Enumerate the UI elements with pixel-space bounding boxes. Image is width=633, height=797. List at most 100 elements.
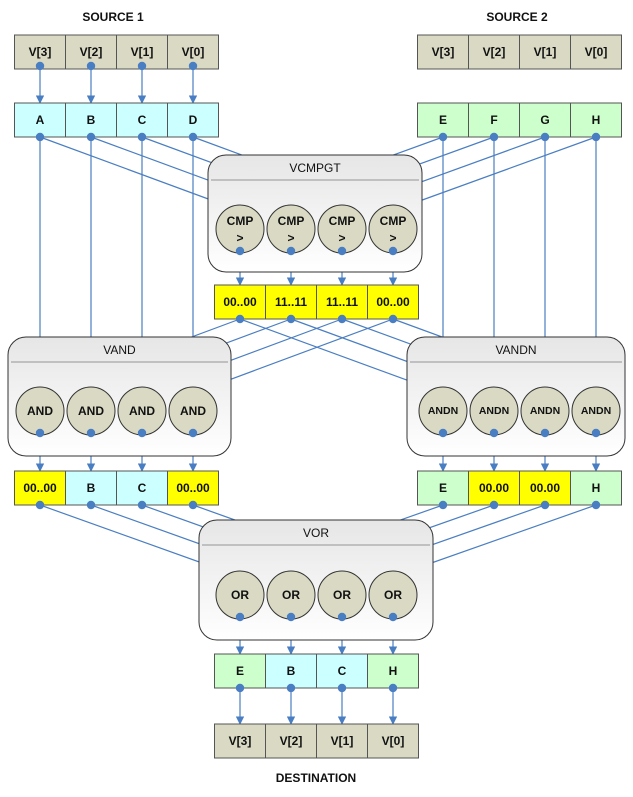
wire — [402, 504, 597, 575]
connection-dot — [137, 500, 147, 510]
source1-value-cell-label: A — [36, 113, 45, 127]
source2-reg-cell — [468, 34, 520, 70]
dest-value-cell — [265, 653, 317, 689]
connection-dot — [235, 314, 245, 324]
andn-unit-label: ANDN — [428, 405, 458, 417]
andn-result-cell-label: E — [439, 481, 447, 495]
connection-dot — [540, 428, 550, 438]
connection-dot — [188, 428, 198, 438]
connection-dot — [438, 500, 448, 510]
connection-dot — [489, 500, 499, 510]
cmp-unit-label: > — [236, 231, 243, 245]
connection-dot — [286, 612, 296, 622]
connection-dot — [337, 683, 347, 693]
source1-value-cell — [167, 102, 219, 138]
connection-dot — [86, 428, 96, 438]
connection-dot — [540, 500, 550, 510]
cmp-unit-label: CMP — [227, 214, 254, 228]
connection-dots — [35, 61, 601, 693]
dest-reg-cell — [265, 723, 317, 759]
connection-dot — [235, 683, 245, 693]
mask-cell — [367, 284, 419, 320]
connection-dot — [337, 314, 347, 324]
and-unit-label: AND — [129, 404, 155, 418]
source1-value-cell — [116, 102, 168, 138]
and-result-cell-label: 00..00 — [23, 481, 57, 495]
and-unit-label: AND — [180, 404, 206, 418]
wire — [39, 136, 231, 209]
source2-value-cell-label: E — [439, 113, 447, 127]
mask-cell-label: 11..11 — [275, 295, 307, 309]
and-result-cell-label: 00..00 — [176, 481, 210, 495]
source1-reg-cell-label: V[3] — [29, 45, 52, 59]
connection-dot — [286, 314, 296, 324]
cmp-unit — [266, 204, 316, 254]
and-result-cell — [116, 470, 168, 506]
source2-reg-cell — [519, 34, 571, 70]
connection-dot — [35, 61, 45, 71]
or-unit-label: OR — [231, 588, 249, 602]
connection-dot — [137, 61, 147, 71]
source2-label: SOURCE 2 — [486, 10, 548, 24]
andn-result-cell — [468, 470, 520, 506]
connection-dot — [337, 612, 347, 622]
and-result-cell — [167, 470, 219, 506]
or-unit-label: OR — [333, 588, 351, 602]
andn-unit-label: ANDN — [581, 405, 611, 417]
connection-dot — [188, 61, 198, 71]
connection-dot — [86, 61, 96, 71]
connection-dot — [235, 612, 245, 622]
connection-dot — [388, 612, 398, 622]
destination-label: DESTINATION — [276, 771, 356, 785]
andn-unit-label: ANDN — [479, 405, 509, 417]
mask-cell-label: 00..00 — [376, 295, 410, 309]
cmp-unit-label: > — [287, 231, 294, 245]
connection-dot — [388, 314, 398, 324]
connection-dot — [188, 132, 198, 142]
source2-value-cell — [468, 102, 520, 138]
connection-dot — [35, 500, 45, 510]
cmp-unit-label: > — [389, 231, 396, 245]
dest-reg-cell — [367, 723, 419, 759]
dest-reg-cell-label: V[3] — [229, 734, 252, 748]
connection-dot — [489, 132, 499, 142]
source1-value-cell — [14, 102, 66, 138]
source1-reg-cell-label: V[0] — [182, 45, 205, 59]
connection-dot — [438, 428, 448, 438]
andn-result-cell — [570, 470, 622, 506]
source2-value-cell-label: G — [540, 113, 549, 127]
and-unit-label: AND — [78, 404, 104, 418]
connection-dot — [489, 428, 499, 438]
vcmpgt-box-title: VCMPGT — [289, 161, 341, 175]
and-unit-label: AND — [27, 404, 53, 418]
source2-reg-cell-label: V[3] — [432, 45, 455, 59]
connection-dot — [35, 428, 45, 438]
connection-dot — [286, 683, 296, 693]
wire — [239, 318, 435, 392]
andn-result-cell-label: 00.00 — [530, 481, 560, 495]
connection-dot — [86, 500, 96, 510]
source1-value-cell-label: C — [138, 113, 147, 127]
and-result-cell-label: C — [138, 481, 147, 495]
wire — [201, 318, 394, 392]
cmp-unit-label: > — [338, 231, 345, 245]
and-result-cell — [14, 470, 66, 506]
source2-value-cell-label: H — [592, 113, 601, 127]
and-result-cell-label: B — [87, 481, 96, 495]
vand-box-title: VAND — [103, 343, 136, 357]
connection-dot — [235, 246, 245, 256]
connection-dot — [286, 246, 296, 256]
mask-cell-label: 00..00 — [223, 295, 257, 309]
connection-dot — [137, 132, 147, 142]
dest-value-cell-label: C — [338, 664, 347, 678]
dest-value-cell-label: B — [287, 664, 296, 678]
source1-value-cell — [65, 102, 117, 138]
source2-value-cell-label: F — [490, 113, 497, 127]
vor-box-title: VOR — [303, 526, 329, 540]
connection-dot — [388, 246, 398, 256]
wire — [402, 136, 597, 209]
source1-reg-cell-label: V[1] — [131, 45, 154, 59]
connection-dot — [540, 132, 550, 142]
